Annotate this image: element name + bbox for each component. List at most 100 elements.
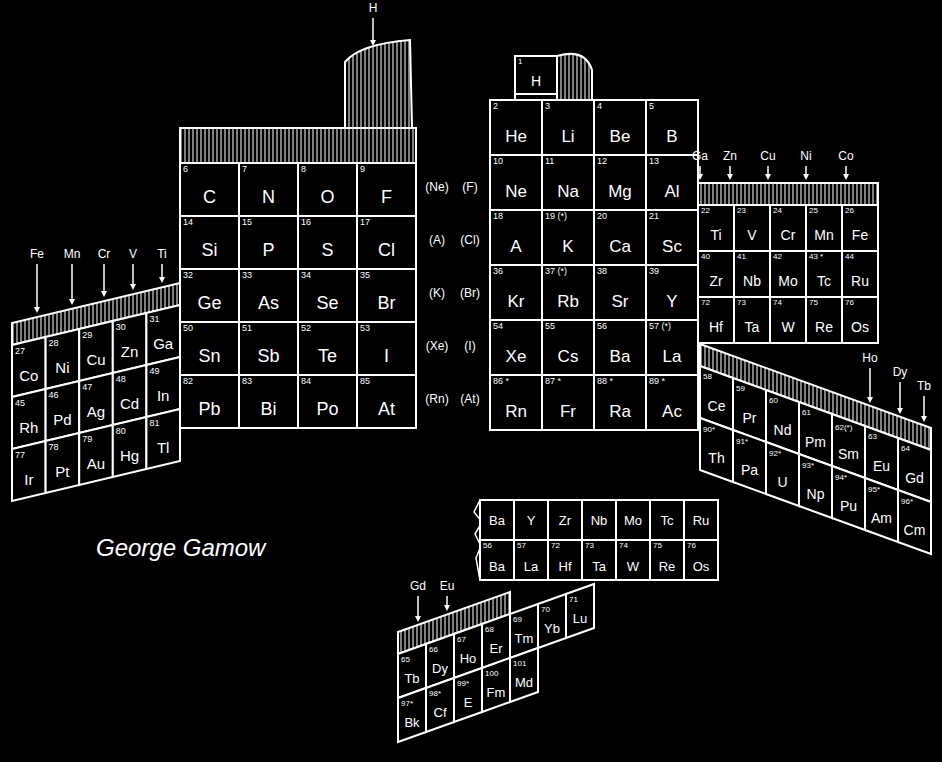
element-symbol: Re: [659, 560, 676, 573]
atomic-number: 3: [545, 102, 550, 111]
atomic-number: 83: [242, 377, 252, 386]
element-symbol: A: [510, 237, 521, 254]
element-cell: [490, 100, 542, 155]
element-symbol: W: [781, 320, 794, 334]
element-cell: [594, 210, 646, 265]
element-symbol: Cm: [904, 523, 926, 537]
atomic-number: 22: [701, 207, 710, 215]
pointer-line: [36, 264, 38, 308]
element-cell: [684, 540, 718, 580]
element-cell: [548, 500, 582, 540]
atomic-number: 19 (*): [545, 212, 567, 221]
element-cell: [684, 500, 718, 540]
element-symbol: Ba: [489, 560, 505, 573]
element-symbol: Sc: [662, 237, 682, 254]
pointer-label: Cr: [98, 248, 111, 260]
atomic-number: 7: [242, 165, 247, 174]
element-cell: [515, 56, 557, 94]
element-cell: [12, 389, 46, 449]
row-note: (Cl): [460, 234, 479, 246]
element-symbol: Tb: [404, 671, 419, 684]
ribbon-top: [698, 183, 878, 205]
element-symbol: Ge: [197, 294, 221, 312]
element-symbol: Tc: [817, 274, 831, 288]
element-cell: [113, 417, 147, 477]
atomic-number: 23: [737, 207, 746, 215]
element-symbol: Mo: [624, 514, 642, 527]
element-symbol: Nd: [774, 423, 792, 437]
element-symbol: La: [663, 347, 682, 364]
element-cell: [239, 322, 298, 375]
element-symbol: W: [627, 560, 639, 573]
pointer-line: [71, 264, 73, 300]
atomic-number: 46: [49, 391, 59, 400]
element-cell: [806, 205, 842, 251]
pointer-line: [699, 166, 701, 175]
atomic-number: 63: [868, 433, 877, 441]
element-cell: [46, 433, 80, 493]
pointer-head: [34, 307, 40, 313]
element-cell: [806, 251, 842, 297]
row-note: (Ne): [425, 181, 448, 193]
pointer-label: Zn: [723, 150, 737, 162]
element-symbol: Am: [871, 511, 892, 525]
element-cell: [510, 648, 538, 702]
element-symbol: H: [531, 74, 541, 88]
element-symbol: Np: [807, 487, 825, 501]
element-symbol: Zr: [709, 274, 722, 288]
pointer-head: [843, 174, 849, 180]
element-symbol: Ce: [708, 399, 726, 413]
element-cell: [12, 337, 46, 397]
element-symbol: N: [262, 188, 275, 206]
element-cell: [490, 320, 542, 375]
atomic-number: 82: [183, 377, 193, 386]
atomic-number: 76: [687, 542, 696, 550]
element-symbol: B: [666, 127, 677, 144]
element-symbol: Ne: [505, 182, 527, 199]
pointer-label: Gd: [410, 580, 426, 592]
atomic-number: 45: [15, 399, 25, 408]
pointer-label: H: [369, 2, 378, 14]
atomic-number: 84: [301, 377, 311, 386]
atomic-number: 1: [518, 58, 522, 66]
element-symbol: Hf: [559, 560, 572, 573]
element-symbol: Ta: [745, 320, 760, 334]
element-symbol: Ca: [609, 237, 631, 254]
element-symbol: Pu: [840, 499, 857, 513]
element-cell: [842, 251, 878, 297]
element-symbol: Yb: [544, 621, 560, 634]
element-symbol: Cd: [120, 395, 139, 410]
atomic-number: 78: [49, 443, 59, 452]
element-cell: [490, 155, 542, 210]
element-cell: [646, 210, 698, 265]
element-symbol: Si: [201, 241, 217, 259]
atomic-number: 51: [242, 324, 252, 333]
element-cell: [239, 375, 298, 428]
atomic-number: 9: [360, 165, 365, 174]
element-cell: [766, 442, 799, 506]
atomic-number: 47: [82, 383, 92, 392]
row-note: (I): [464, 340, 475, 352]
pointer-label: Dy: [893, 366, 908, 378]
row-note: (K): [429, 287, 445, 299]
element-symbol: Rb: [557, 292, 579, 309]
element-cell: [79, 321, 113, 381]
element-cell: [357, 216, 416, 269]
element-cell: [734, 297, 770, 343]
element-symbol: Na: [557, 182, 579, 199]
element-symbol: Re: [815, 320, 833, 334]
element-symbol: F: [381, 188, 392, 206]
element-cell: [514, 540, 548, 580]
element-cell: [180, 269, 239, 322]
element-symbol: Tc: [661, 514, 674, 527]
element-cell: [357, 375, 416, 428]
pointer-line: [805, 166, 807, 175]
element-cell: [298, 269, 357, 322]
atomic-number: 92*: [769, 450, 781, 458]
atomic-number: 72: [701, 299, 710, 307]
element-symbol: Dy: [432, 661, 448, 674]
element-cell: [700, 418, 733, 482]
element-symbol: In: [157, 387, 170, 402]
element-cell: [582, 540, 616, 580]
element-cell: [698, 251, 734, 297]
